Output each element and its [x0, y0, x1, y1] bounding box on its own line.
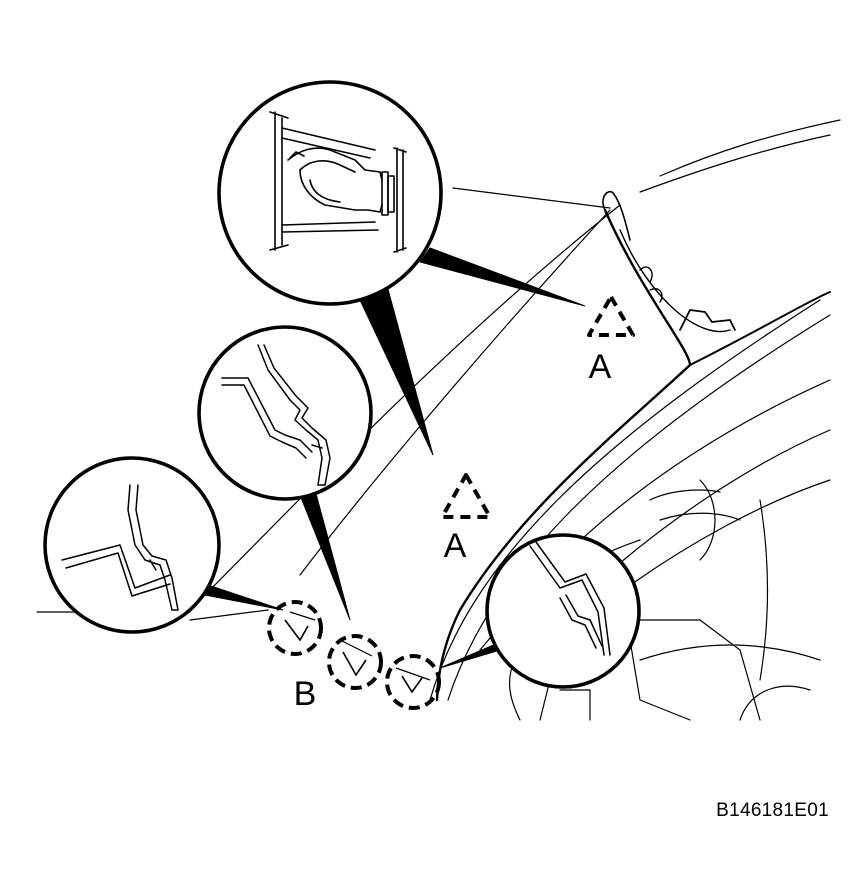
clip-b2-dashed-circle-icon — [327, 634, 383, 690]
clip-b1-dashed-circle-icon — [267, 600, 323, 656]
detail-bubble-clip-b-middle — [197, 325, 373, 501]
label-clip-a-lower: A — [444, 527, 467, 565]
clip-a-upper-marker-icon — [587, 295, 635, 337]
detail-bubble-clip-b-left — [43, 456, 221, 634]
figure-code: B146181E01 — [716, 800, 829, 821]
detail-bubble-clip-a — [217, 80, 443, 306]
clip-a-lower-marker-icon — [440, 473, 492, 519]
label-clip-a-upper: A — [589, 348, 612, 386]
a-pillar-garnish — [435, 190, 831, 702]
label-clip-b: B — [294, 675, 317, 713]
clip-right-dashed-circle-icon — [385, 654, 441, 710]
clip-b-marker-icons — [267, 600, 441, 710]
detail-bubble-clip-right — [485, 533, 641, 689]
